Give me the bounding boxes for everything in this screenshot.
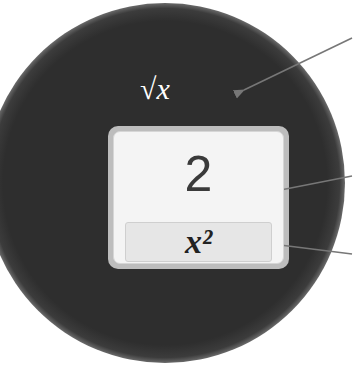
- shift-function-label: √x: [140, 72, 170, 106]
- key-function-label: x²: [126, 223, 271, 261]
- key-number: 2: [114, 132, 283, 204]
- leader-line: [244, 38, 352, 90]
- leader-line: [272, 244, 352, 254]
- key-rim: [108, 126, 289, 269]
- key-surround: [0, 3, 345, 363]
- key-top: 2 x²: [113, 131, 284, 264]
- key-front-strip: x²: [125, 222, 272, 262]
